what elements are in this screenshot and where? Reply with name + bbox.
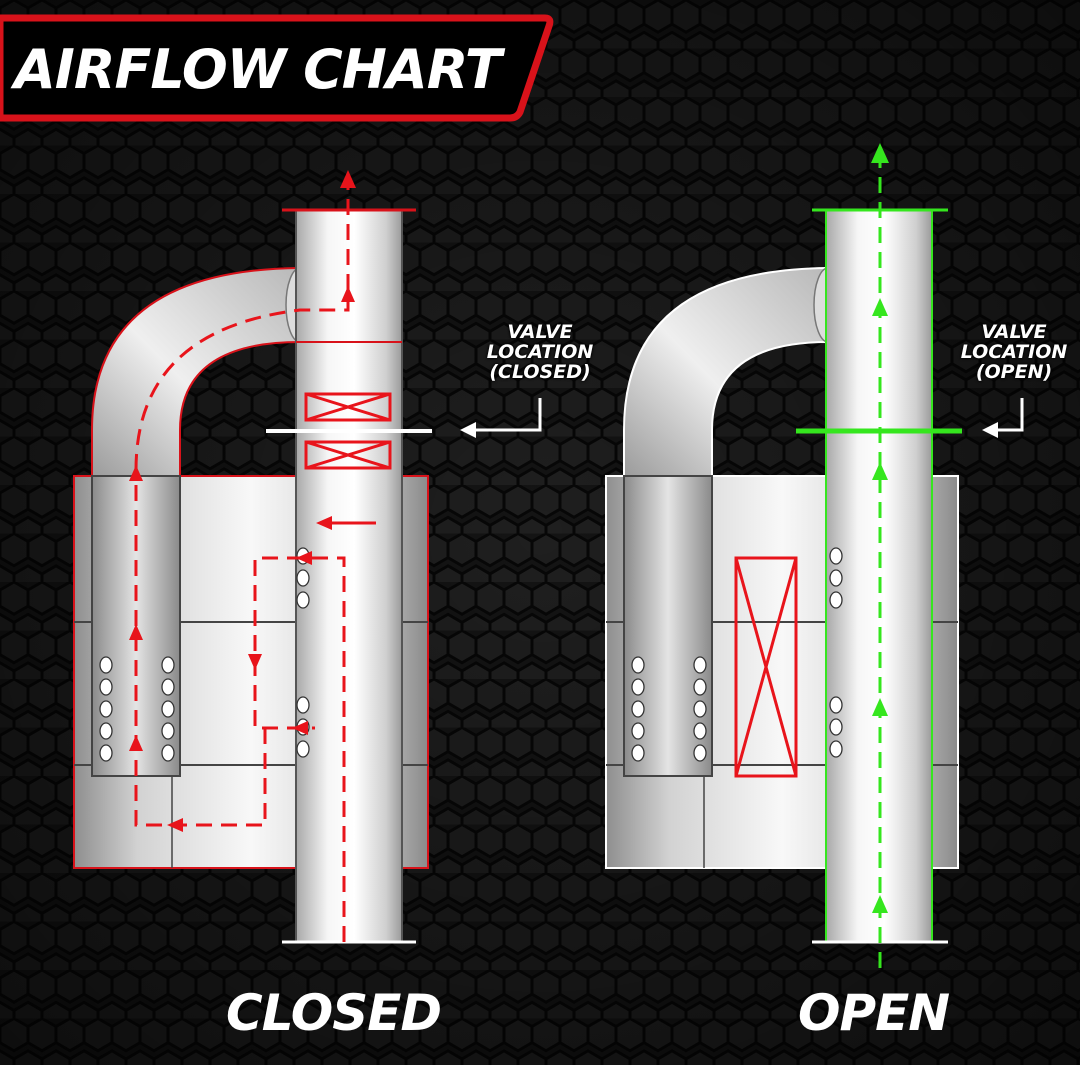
closed-state-label: CLOSED [226,984,442,1042]
open-airflow-arrows [871,143,889,913]
open-valve-label-line-2: LOCATION [960,341,1068,363]
open-valve-label-line-1: VALVE [981,321,1047,343]
closed-valve-label-line-2: LOCATION [486,341,594,363]
open-perforations [631,547,843,762]
closed-airflow-path [134,185,350,942]
closed-muffler [73,170,542,944]
open-muffler [605,143,1024,968]
closed-valve-pointer-icon [470,398,542,432]
closed-valve-icon [304,392,392,470]
open-state-label: OPEN [798,984,950,1042]
closed-elbow-pipe [91,266,301,479]
open-elbow-pipe [623,266,829,479]
page-title: AIRFLOW CHART [14,38,502,101]
closed-valve-label-line-3: (CLOSED) [489,361,591,383]
closed-valve-label: VALVE LOCATION (CLOSED) [470,322,610,382]
open-valve-pointer-icon [992,398,1024,432]
closed-main-pipe [295,209,403,943]
title-banner [0,14,554,122]
open-valve-label: VALVE LOCATION (OPEN) [952,322,1076,382]
closed-valve-label-line-1: VALVE [507,321,573,343]
open-blocked-chamber-icon [734,556,798,778]
open-valve-label-line-3: (OPEN) [975,361,1053,383]
closed-airflow-arrows [129,170,356,832]
